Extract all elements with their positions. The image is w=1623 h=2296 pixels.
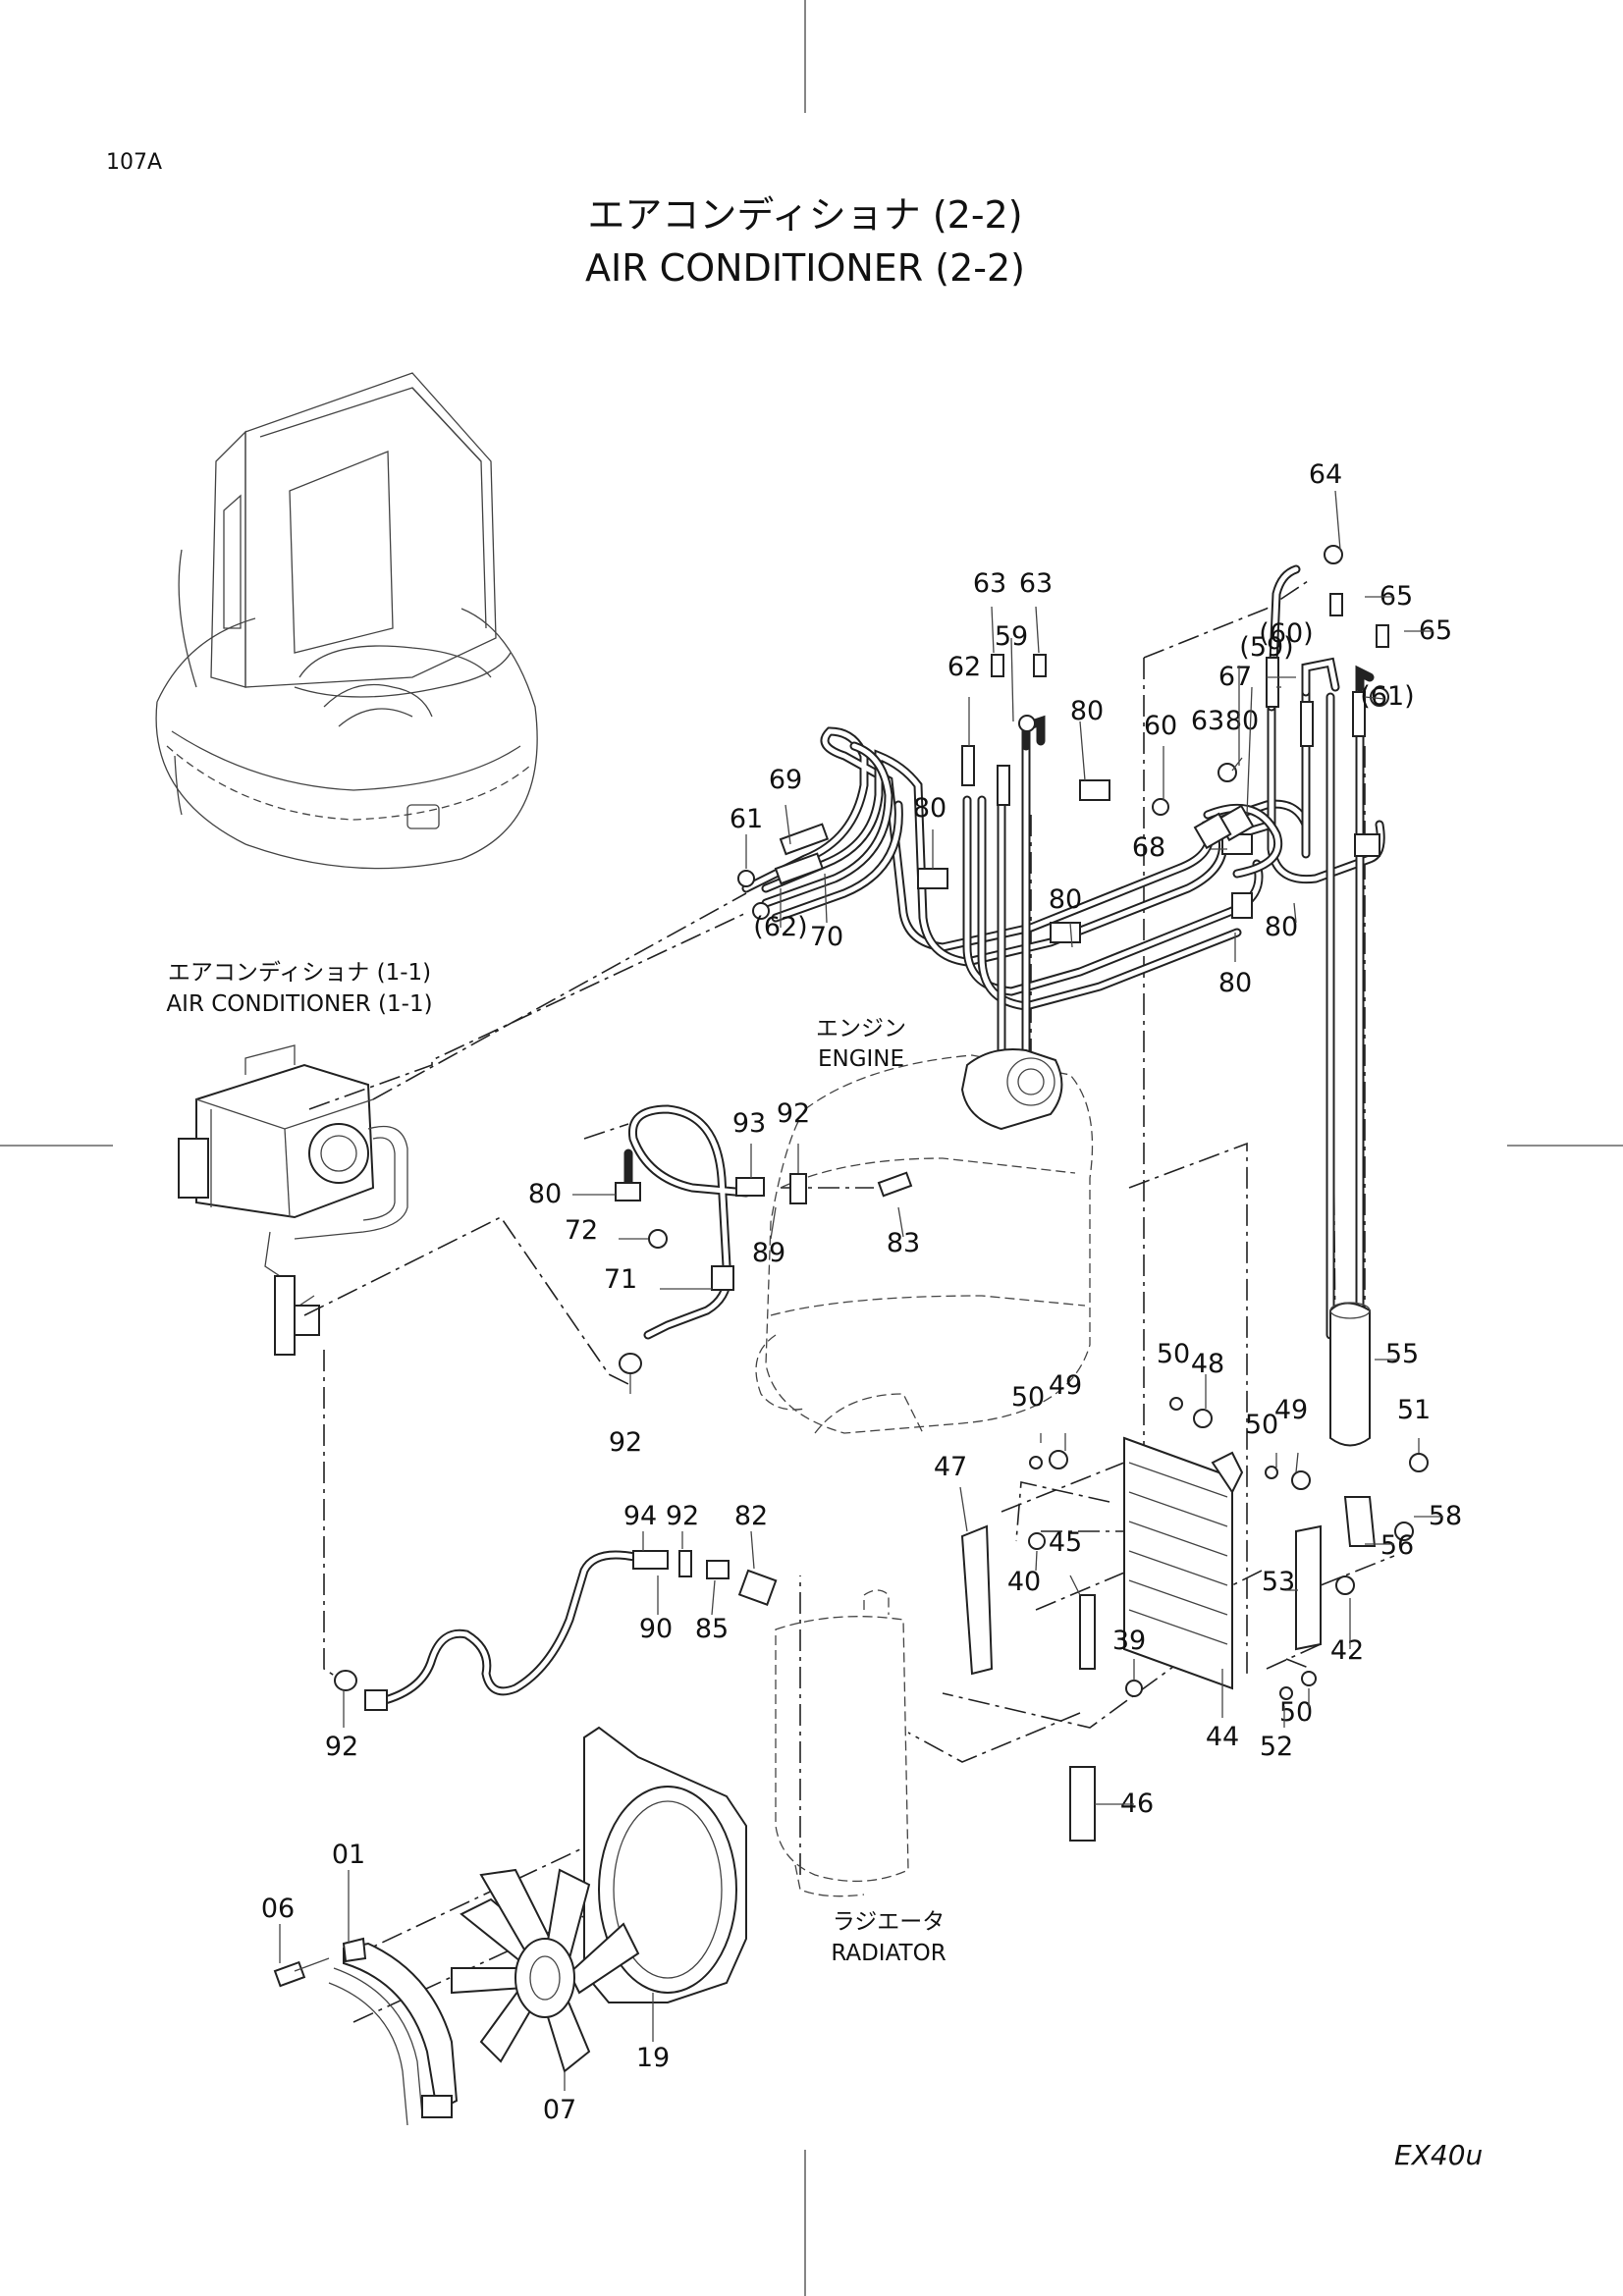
callout-71-label: 71 [604,1264,637,1295]
callout-80-label: 80 [913,793,947,824]
callout-60-label: 60 [1144,711,1177,741]
leader-lines [303,578,1395,2023]
callout-70-label: 70 [810,922,843,952]
ref-radiator-jp: ラジエータ [833,1909,946,1935]
callout-61-label: 61 [730,804,763,834]
engine-hose-assembly [615,1104,913,1374]
callout-90-label: 90 [639,1614,673,1644]
callout-42-label: 42 [1330,1635,1364,1666]
model-code: EX40u [1394,2139,1483,2171]
clamps-and-fittings [737,545,1389,943]
callout-56-label: 56 [1380,1530,1414,1561]
callout-80-label: 80 [1049,884,1082,915]
callout-63-label: 63 [973,568,1006,599]
title-english: AIR CONDITIONER (2-2) [585,246,1025,290]
reference-labels: エアコンディショナ (1-1) AIR CONDITIONER (1-1) エン… [166,960,946,1966]
callout-92-label: 92 [777,1098,810,1129]
callout-83-label: 83 [887,1228,920,1258]
callout-leaders [279,490,1443,2091]
page-number: 107A [106,150,162,175]
ref-engine-jp: エンジン [816,1016,906,1041]
callout-55-label: 55 [1385,1339,1419,1369]
callout-60-label: (60) [1259,618,1313,649]
callout-80-label: 80 [1218,968,1252,998]
callout-63-label: 63 [1019,568,1053,599]
callout-07-label: 07 [543,2095,576,2125]
callout-62-label: 62 [947,652,981,682]
callout-01-label: 01 [332,1840,365,1870]
callout-49-label: 49 [1274,1395,1308,1425]
condenser-hose-assembly [334,1550,778,1711]
callout-93-label: 93 [732,1108,766,1139]
callout-47-label: 47 [934,1452,967,1482]
callout-50-label: 50 [1011,1382,1045,1413]
fan-and-shroud-illustration [273,1726,747,2126]
callout-61-label: (61) [1360,681,1414,712]
callout-92-label: 92 [325,1732,358,1762]
excavator-overview-illustration [155,372,538,870]
radiator-illustration [775,1589,909,1897]
callout-50-label: 50 [1157,1339,1190,1369]
callout-92-label: 92 [609,1427,642,1458]
ref-ac11-en: AIR CONDITIONER (1-1) [166,991,432,1017]
callout-80-label: 80 [528,1179,562,1209]
callout-89-label: 89 [752,1238,785,1268]
callout-80-label: 80 [1225,706,1259,736]
callout-52-label: 52 [1260,1732,1293,1762]
ref-ac11-jp: エアコンディショナ (1-1) [168,960,431,986]
callout-45-label: 45 [1049,1527,1082,1558]
callout-49-label: 49 [1049,1370,1082,1401]
callout-63-label: 63 [1191,706,1224,736]
callout-82-label: 82 [734,1501,768,1531]
callout-69-label: 69 [769,765,802,795]
callout-85-label: 85 [695,1614,729,1644]
title-japanese: エアコンディショナ (2-2) [587,193,1022,237]
callout-80-label: 80 [1070,696,1104,726]
callout-72-label: 72 [565,1215,598,1246]
callout-39-label: 39 [1112,1626,1146,1656]
callout-92-label: 92 [666,1501,699,1531]
cooling-fan [451,1868,640,2073]
callout-67-label: 67 [1218,662,1252,692]
callout-80-label: 80 [1265,912,1298,942]
callout-06-label: 06 [261,1894,295,1924]
callout-94-label: 94 [623,1501,657,1531]
callout-51-label: 51 [1397,1395,1431,1425]
callout-53-label: 53 [1262,1567,1295,1597]
ref-engine-en: ENGINE [818,1046,904,1072]
ref-radiator-en: RADIATOR [831,1941,946,1966]
condenser-illustration [960,1302,1429,1842]
callout-48-label: 48 [1191,1349,1224,1379]
callout-50-label: 50 [1245,1410,1278,1440]
callout-44-label: 44 [1206,1722,1239,1752]
callout-68-label: 68 [1132,832,1165,863]
callout-64-label: 64 [1309,459,1342,490]
air-conditioner-unit-illustration [178,1044,408,1356]
callout-19-label: 19 [636,2043,670,2073]
refrigerant-pipe-bundle-illustration [741,564,1385,1340]
callout-40-label: 40 [1007,1567,1041,1597]
callout-59-label: (59) [1239,632,1293,663]
fan-spacer [328,1937,459,2126]
